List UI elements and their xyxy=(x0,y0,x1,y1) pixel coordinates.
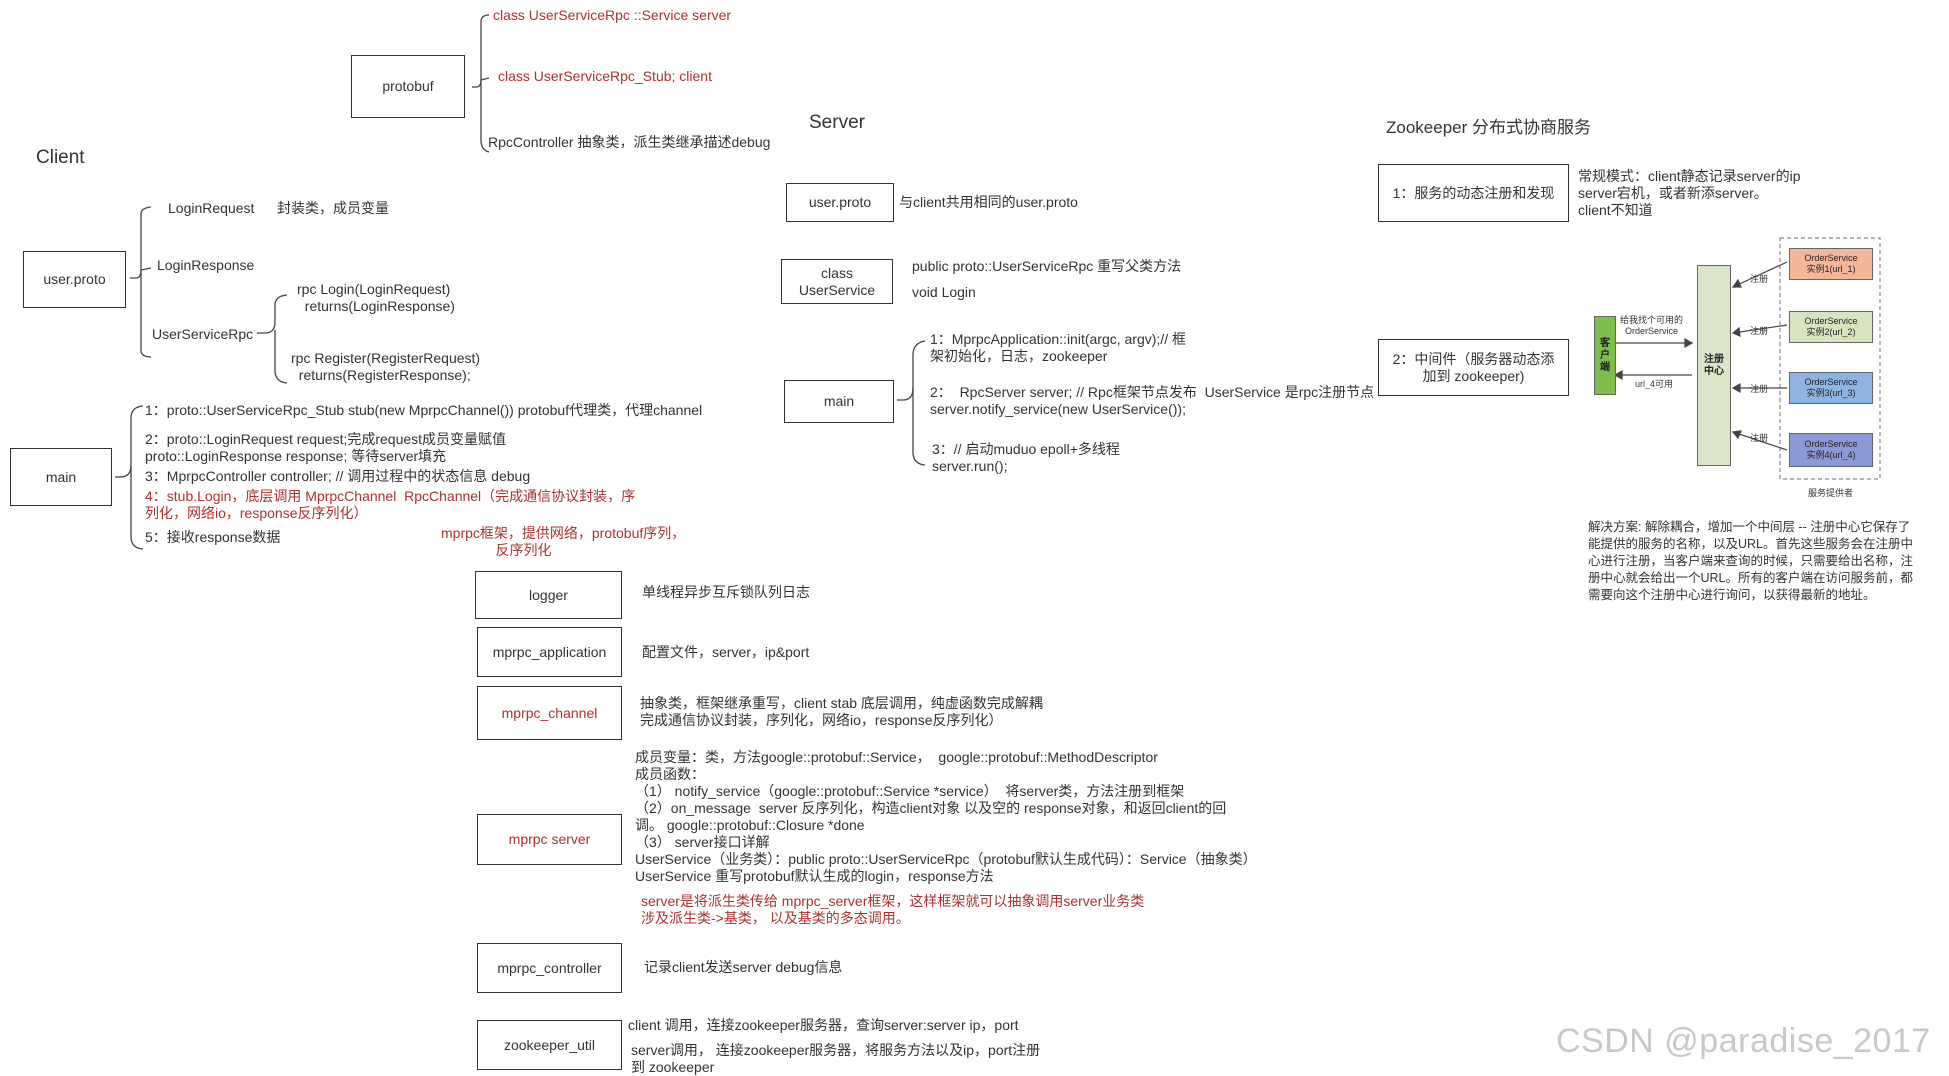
module-logger-box: logger xyxy=(475,571,622,619)
client-main-step-2: 2：proto::LoginRequest request;完成request成… xyxy=(145,431,507,464)
diagram-ask-label: 给我找个可用的 OrderService xyxy=(1620,315,1684,336)
server-heading: Server xyxy=(809,112,865,133)
diagram-service-1: OrderService 实例1(url_1) xyxy=(1789,248,1873,280)
module-channel-desc: 抽象类，框架继承重写，client stab 底层调用，纯虚函数完成解耦 完成通… xyxy=(640,695,1043,728)
diagram-service-4: OrderService 实例4(url_4) xyxy=(1789,433,1873,467)
rpc-register-label: rpc Register(RegisterRequest) returns(Re… xyxy=(291,350,481,383)
diagram-provider-label: 服务提供者 xyxy=(1808,488,1854,498)
zk-solution-text: 解决方案: 解除耦合，增加一个中间层 -- 注册中心它保存了 能提供的服务的名称… xyxy=(1588,520,1914,602)
watermark: CSDN @paradise_2017 xyxy=(1556,1022,1931,1060)
server-main-step-3: 3：// 启动muduo epoll+多线程 server.run(); xyxy=(932,441,1120,474)
server-main-step-2: 2： RpcServer server; // Rpc框架节点发布 UserSe… xyxy=(930,384,1375,417)
server-class-box: class UserService xyxy=(781,259,893,304)
module-zookeeper-util-box: zookeeper_util xyxy=(477,1020,622,1070)
module-application-box: mprpc_application xyxy=(477,627,622,677)
protobuf-item-controller: RpcController 抽象类，派生类继承描述debug xyxy=(488,134,771,150)
module-server-desc: 成员变量：类，方法google::protobuf::Service， goog… xyxy=(635,749,1257,884)
module-channel-box: mprpc_channel xyxy=(477,686,622,740)
client-main-step-5: 5：接收response数据 xyxy=(145,529,281,545)
zk-box-2: 2：中间件（服务器动态添 加到 zookeeper) xyxy=(1378,339,1569,396)
login-request-note: 封装类，成员变量 xyxy=(277,200,389,216)
module-controller-desc: 记录client发送server debug信息 xyxy=(644,959,843,975)
framework-label: mprpc框架，提供网络，protobuf序列， 反序列化 xyxy=(441,525,686,558)
protobuf-item-server: class UserServiceRpc ::Service server xyxy=(493,7,732,23)
diagram-register-label-4: 注册 xyxy=(1750,433,1769,443)
module-logger-desc: 单线程异步互斥锁队列日志 xyxy=(642,584,810,600)
user-service-rpc-label: UserServiceRpc xyxy=(152,326,254,342)
zk-box-1-note: 常规模式：client静态记录server的ip server宕机，或者新添se… xyxy=(1578,168,1801,218)
server-userproto-note: 与client共用相同的user.proto xyxy=(899,194,1078,210)
diagram-register-label-3: 注册 xyxy=(1750,384,1769,394)
diagram-register-label-2: 注册 xyxy=(1750,326,1769,336)
diagram-registry-node: 注册 中心 xyxy=(1697,265,1731,466)
client-main-box: main xyxy=(10,448,112,506)
diagram-service-3: OrderService 实例3(url_3) xyxy=(1789,372,1873,404)
login-request-label: LoginRequest xyxy=(168,200,255,216)
login-response-label: LoginResponse xyxy=(157,257,255,273)
client-userproto-box: user.proto xyxy=(23,251,126,308)
module-controller-box: mprpc_controller xyxy=(477,943,622,993)
module-server-note: server是将派生类传给 mprpc_server框架，这样框架就可以抽象调用… xyxy=(641,893,1145,926)
zk-util-server-desc: server调用， 连接zookeeper服务器，将服务方法以及ip，port注… xyxy=(631,1042,1041,1075)
zk-util-client-desc: client 调用，连接zookeeper服务器，查询server:server… xyxy=(628,1017,1019,1033)
diagram-register-label-1: 注册 xyxy=(1750,274,1769,284)
server-main-step-1: 1：MprpcApplication::init(argc, argv);// … xyxy=(930,331,1186,364)
zookeeper-heading: Zookeeper 分布式协商服务 xyxy=(1386,118,1591,137)
protobuf-item-client: class UserServiceRpc_Stub; client xyxy=(498,68,712,84)
server-main-box: main xyxy=(784,380,894,423)
module-server-box: mprpc server xyxy=(477,814,622,865)
rpc-login-label: rpc Login(LoginRequest) returns(LoginRes… xyxy=(297,281,455,314)
server-userproto-box: user.proto xyxy=(786,183,894,222)
diagram-service-2: OrderService 实例2(url_2) xyxy=(1789,311,1873,343)
diagram-client-node: 客 户 端 xyxy=(1594,316,1616,395)
server-class-note-1: public proto::UserServiceRpc 重写父类方法 xyxy=(912,258,1182,274)
protobuf-box: protobuf xyxy=(351,55,465,118)
client-heading: Client xyxy=(36,147,85,168)
zk-box-1: 1：服务的动态注册和发现 xyxy=(1378,164,1569,222)
diagram-reply-label: url_4可用 xyxy=(1635,379,1674,389)
server-class-note-2: void Login xyxy=(912,284,976,300)
module-application-desc: 配置文件，server，ip&port xyxy=(642,644,810,660)
client-main-step-4: 4：stub.Login，底层调用 MprpcChannel RpcChanne… xyxy=(145,488,636,521)
client-main-step-1: 1：proto::UserServiceRpc_Stub stub(new Mp… xyxy=(145,402,703,418)
client-main-step-3: 3：MprpcController controller; // 调用过程中的状… xyxy=(145,468,531,484)
